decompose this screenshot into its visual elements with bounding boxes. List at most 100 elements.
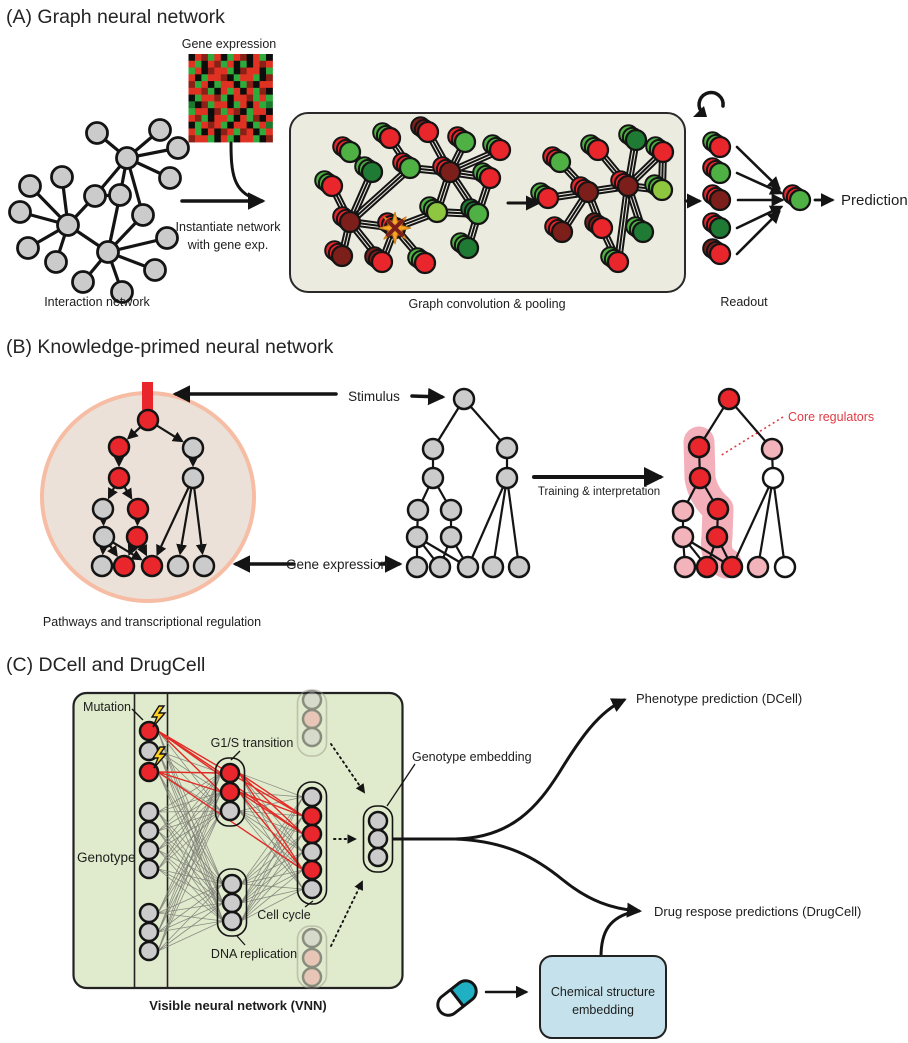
node [8,200,32,224]
node [428,555,452,579]
chemical-label-line1: Chemical structure [551,985,655,999]
gene-expression-label-b: Gene expression [286,557,388,572]
node [131,203,155,227]
heatmap-cell [188,135,196,143]
heatmap-cell [201,94,209,102]
gray-edge [157,849,224,922]
heatmap-cell [227,60,235,68]
embedding-group-outline [362,805,394,873]
node [301,878,323,900]
node-front [413,251,437,275]
heatmap-cell [194,81,202,89]
heatmap-cell [188,87,196,96]
node [143,258,167,282]
heatmap-cell [227,54,235,62]
heatmap-cell [259,67,267,75]
gray-edge [157,868,224,885]
node [688,466,712,490]
heatmap-cell [233,101,241,109]
node [221,910,243,932]
heatmap-cell [227,94,235,102]
dna-pointer [236,935,246,946]
heatmap-cell [188,108,196,116]
heatmap-cell [233,94,241,102]
red-edge [238,772,304,817]
node [96,240,120,264]
node [138,902,160,924]
node [90,554,114,578]
heatmap-curve-connector [229,141,258,201]
heatmap-cell [214,87,222,96]
node-front [650,178,674,202]
heatmap-cell [233,60,241,68]
heatmap-cell [240,108,248,116]
node [717,387,741,411]
node [301,947,323,969]
heatmap-cell [207,81,215,89]
node [112,554,136,578]
heatmap-cell [220,87,228,96]
node-front [590,216,614,240]
node [136,408,160,432]
heatmap-cell [194,128,202,136]
heatmap-cell [194,101,202,109]
node [301,823,323,845]
readout-arrow [735,171,784,195]
heatmap-cell [240,74,248,82]
heatmap-cell [227,108,235,116]
heatmap-cell [246,108,254,116]
gray-edge [157,730,222,812]
gray-edge [157,791,222,870]
heatmap-cell [220,114,228,123]
interaction-network [8,118,190,304]
gray-edge [157,730,224,885]
heatmap-cell [240,87,248,96]
readout-label: Readout [720,295,768,309]
node [91,497,115,521]
heatmap-cell [214,81,222,89]
node-front [466,202,490,226]
heatmap-cell [214,108,222,116]
gray-edge [240,869,304,922]
heatmap-cell [188,101,196,109]
gray-edge [240,833,304,922]
heatmap-cell [246,67,254,75]
kpnn-trained-tree [671,387,797,579]
phenotype-label: Phenotype prediction (DCell) [636,691,802,706]
conv-network-2 [530,124,675,274]
heatmap-cell [220,108,228,116]
edge [351,169,413,225]
node [705,525,729,549]
gray-edge [157,868,224,922]
heatmap-cell [246,94,254,102]
heatmap-cell [220,101,228,109]
node [406,498,430,522]
heatmap-cell [207,108,215,116]
heatmap-cell [246,60,254,68]
node [761,466,785,490]
heatmap-cell [194,94,202,102]
heatmap-cell [233,135,241,143]
vnn-label: Visible neural network (VNN) [149,998,326,1013]
heatmap-cell [266,54,273,62]
kpnn-untrained-tree [405,387,531,579]
node [671,525,695,549]
heatmap-cell [259,94,267,102]
conv-box-label: Graph convolution & pooling [408,297,565,311]
edge [756,477,775,568]
node-front [320,174,344,198]
node-front [548,150,572,174]
drug-curve-arrow [453,837,642,918]
node [405,555,429,579]
node [138,839,160,861]
panel-a-title: (A) Graph neural network [6,6,225,28]
heatmap-cell [201,67,209,75]
heatmap-cell [240,67,248,75]
node [301,859,323,881]
heatmap-cell [188,128,196,136]
heatmap-cell [266,121,273,129]
heatmap-cell [233,114,241,123]
chemical-embedding-box [539,955,667,1039]
heatmap-cell [233,108,241,116]
node [192,554,216,578]
